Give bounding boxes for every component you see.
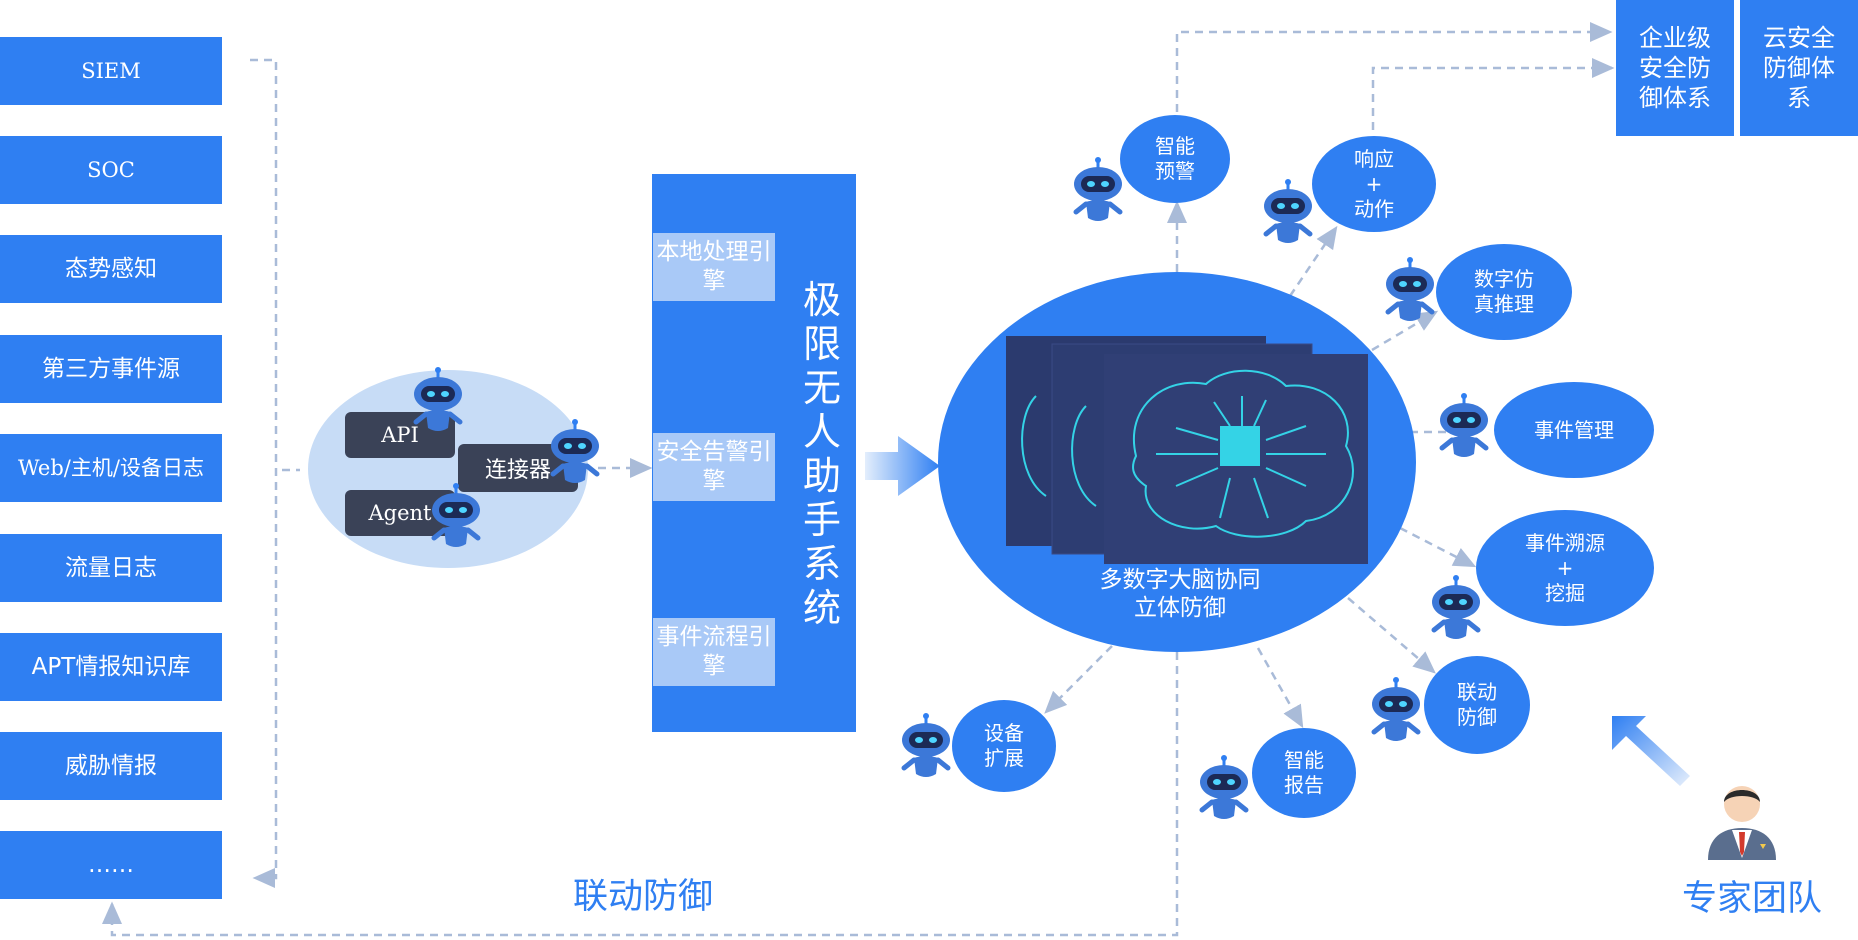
robot-icon [1263,179,1313,243]
brain-label-line1: 多数字大脑协同 [1099,567,1261,593]
bubble-linkage-defense[interactable]: 联动 防御 [1424,656,1530,754]
bubble-smart-report[interactable]: 智能 报告 [1252,728,1356,818]
box-enterprise-defense[interactable]: 企业级 安全防 御体系 [1616,0,1734,136]
bubble-event-trace[interactable]: 事件溯源 + 挖掘 [1476,510,1654,626]
bubble-digital-simulation[interactable]: 数字仿 真推理 [1436,244,1572,340]
robot-icon [431,483,481,547]
robot-icon [1199,755,1249,819]
expert-avatar-icon [1708,786,1776,860]
source-soc[interactable]: SOC [0,136,222,204]
source-web-host-device-logs[interactable]: Web/主机/设备日志 [0,434,222,502]
source-apt-knowledge-base[interactable]: APT情报知识库 [0,633,222,701]
brain-label-line2: 立体防御 [1134,595,1226,621]
system-title: 极限无人助手系统 [802,278,841,630]
bubble-event-management[interactable]: 事件管理 [1494,382,1654,478]
robot-icon [1439,393,1489,457]
source-third-party-events[interactable]: 第三方事件源 [0,335,222,403]
robot-icon [413,367,463,431]
robot-icon [1073,157,1123,221]
source-more[interactable]: …… [0,831,222,899]
source-siem[interactable]: SIEM [0,37,222,105]
robot-icon [901,713,951,777]
robot-icon [1371,677,1421,741]
brain-image [1006,336,1368,564]
bubble-device-expansion[interactable]: 设备 扩展 [952,700,1056,792]
brain-label: 多数字大脑协同 立体防御 [1060,566,1300,622]
agent-chip[interactable]: Agent [345,490,455,536]
engine-security-alert[interactable]: 安全告警引擎 [653,433,775,501]
linkage-defense-label: 联动防御 [572,877,713,917]
robot-icon [550,419,600,483]
source-situational-awareness[interactable]: 态势感知 [0,235,222,303]
box-cloud-defense[interactable]: 云安全 防御体 系 [1740,0,1858,136]
expert-team-label: 专家团队 [1681,879,1822,919]
robot-icon [1385,257,1435,321]
source-threat-intel[interactable]: 威胁情报 [0,732,222,800]
bubble-response-action[interactable]: 响应 + 动作 [1312,136,1436,232]
engine-local-processing[interactable]: 本地处理引擎 [653,233,775,301]
bubble-smart-warning[interactable]: 智能 预警 [1120,115,1230,203]
robot-icon [1431,575,1481,639]
engine-event-workflow[interactable]: 事件流程引擎 [653,618,775,686]
source-traffic-logs[interactable]: 流量日志 [0,534,222,602]
